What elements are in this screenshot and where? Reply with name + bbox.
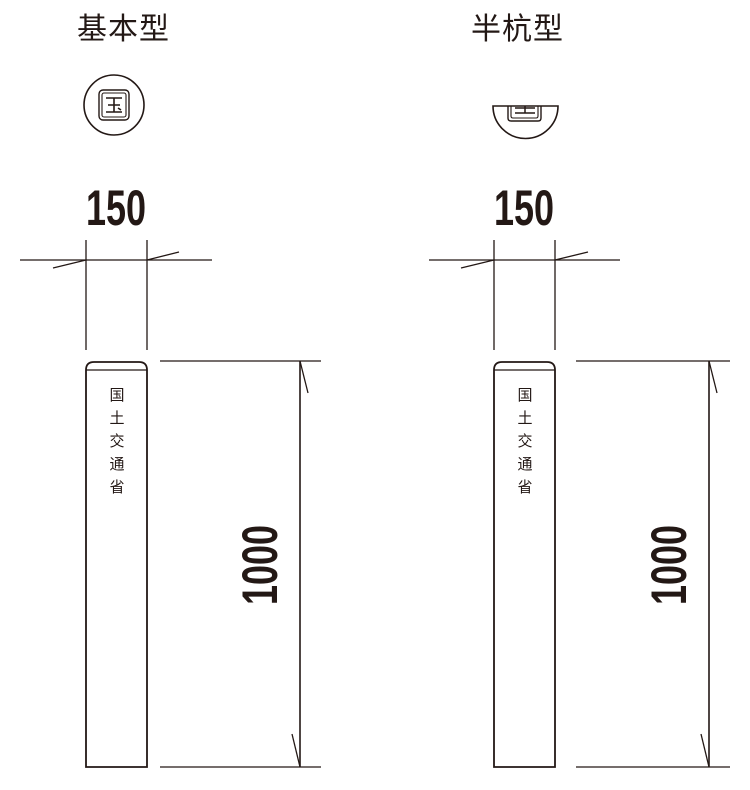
full-circle-emblem-icon	[83, 74, 145, 136]
panel-title-half: 半杭型	[471, 12, 564, 47]
half-circle-emblem-icon	[492, 105, 559, 140]
height-dimension-label-half: 1000	[641, 524, 697, 606]
post-inscription-basic: 国土交通省	[109, 386, 125, 496]
width-dimension-label-basic: 150	[85, 180, 147, 236]
height-dimension-label-basic: 1000	[232, 524, 288, 606]
post-inscription-half: 国土交通省	[517, 386, 533, 496]
panel-title-basic: 基本型	[77, 12, 170, 47]
width-dimension-label-half: 150	[493, 180, 555, 236]
